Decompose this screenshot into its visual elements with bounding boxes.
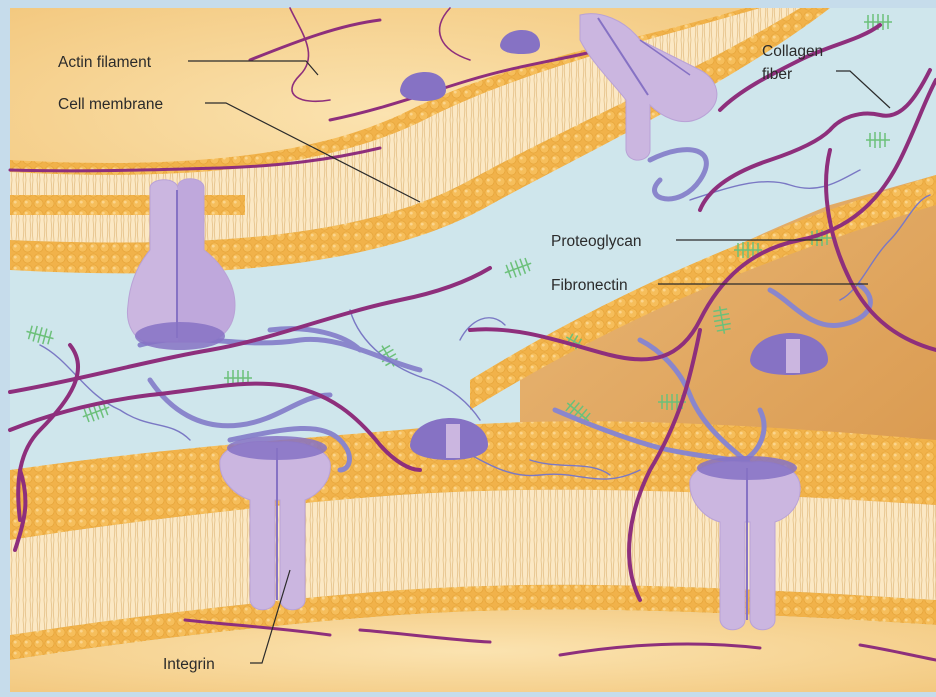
lower-cell (10, 421, 936, 692)
label-actin-filament: Actin filament (58, 54, 152, 71)
label-proteoglycan: Proteoglycan (551, 233, 641, 250)
label-fibronectin: Fibronectin (551, 277, 628, 294)
left-membrane (10, 195, 245, 215)
label-integrin: Integrin (163, 656, 215, 673)
label-collagen-line1: Collagen (762, 43, 823, 60)
label-cell-membrane: Cell membrane (58, 96, 163, 113)
label-collagen-line2: fiber (762, 66, 792, 83)
